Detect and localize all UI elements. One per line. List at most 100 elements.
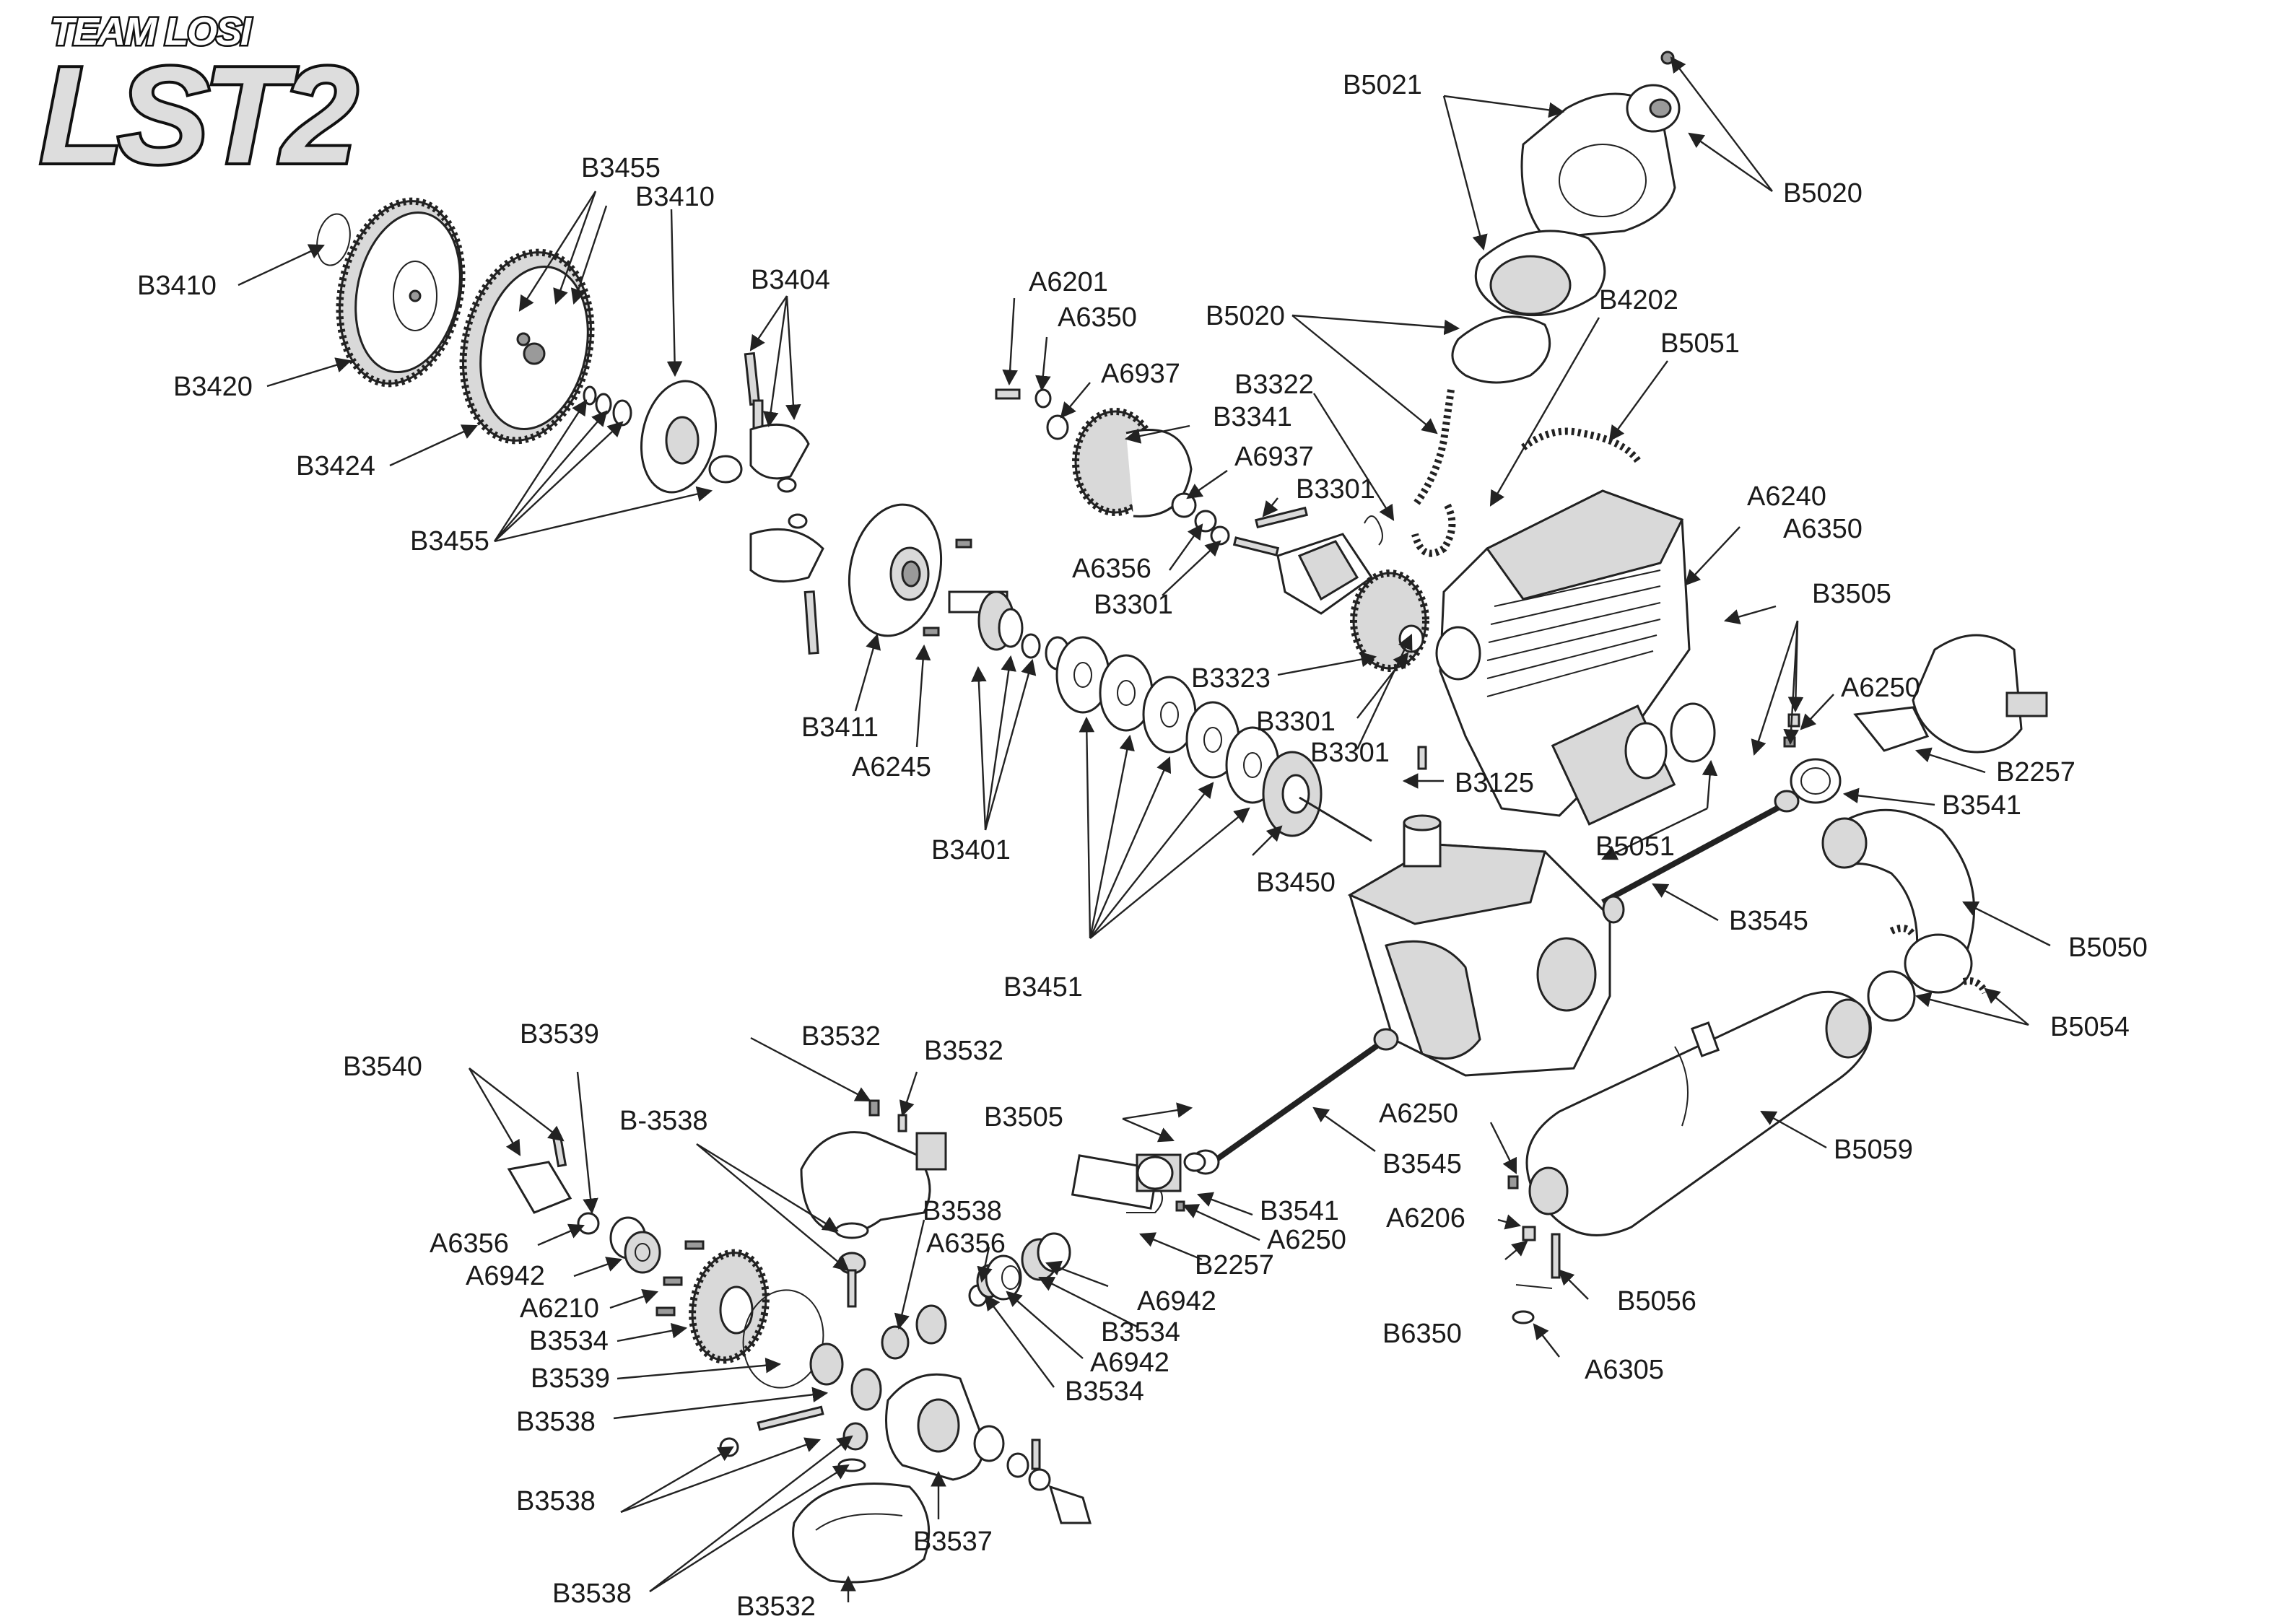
- diff-case-b3537: [885, 1373, 1092, 1524]
- part-label: A6356: [926, 1228, 1006, 1259]
- part-label: A6210: [520, 1293, 599, 1324]
- glow-plug-spring-b5051: [1411, 427, 1716, 763]
- part-label: B3540: [343, 1052, 422, 1082]
- clutch-discs-b3451: [1055, 636, 1280, 804]
- part-label: B3410: [635, 182, 715, 212]
- part-label: B3534: [1065, 1376, 1144, 1407]
- driveshaft-lower-b3545: [1191, 1028, 1399, 1175]
- part-label: B5020: [1783, 178, 1863, 209]
- part-label: B4202: [1599, 285, 1678, 315]
- diff-outdrive-b3540: [507, 1135, 661, 1274]
- part-label: B3541: [1942, 790, 2021, 821]
- air-filter-b5021: [1411, 51, 1681, 507]
- part-label: B3505: [1812, 579, 1891, 609]
- part-label: A6356: [1072, 554, 1151, 584]
- svg-text:TEAM LOSI: TEAM LOSI: [51, 10, 252, 53]
- part-label: B3545: [1382, 1149, 1462, 1179]
- rear-diff-cup-b2257: [1853, 634, 2048, 754]
- part-label: B3404: [751, 265, 830, 295]
- part-label: B5050: [2068, 933, 2148, 963]
- part-label: B-3538: [619, 1106, 708, 1136]
- part-label: B6350: [1382, 1319, 1462, 1349]
- part-label: B3539: [520, 1019, 599, 1049]
- clutch-shoe-assembly-b3301: [1232, 506, 1429, 672]
- spur-gear-b3420: [336, 197, 466, 388]
- part-label: B3538: [516, 1486, 596, 1516]
- diff-lower-housing-b3532: [792, 1483, 931, 1584]
- part-label: A6206: [1386, 1203, 1465, 1234]
- muffler-b5059: [1525, 990, 1872, 1236]
- part-label: B3424: [296, 451, 375, 481]
- slipper-plate-b3410: [640, 380, 743, 494]
- exhaust-header-b5050: [1821, 808, 1975, 994]
- part-label: B5059: [1834, 1135, 1913, 1165]
- part-label: B2257: [1195, 1250, 1274, 1280]
- part-label: A6937: [1234, 442, 1314, 472]
- snap-ring-b3410: [316, 213, 351, 266]
- part-label: B3538: [516, 1407, 596, 1437]
- part-label: B3322: [1234, 370, 1314, 400]
- part-label: A6942: [1090, 1348, 1169, 1378]
- part-number-labels: B5021 B5020 B5020 B4202 B5051 A6201 A635…: [137, 70, 2148, 1622]
- part-label: A6942: [466, 1261, 545, 1291]
- part-label: B3301: [1310, 738, 1390, 768]
- part-label: A6240: [1747, 481, 1826, 512]
- part-label: B3341: [1213, 402, 1292, 432]
- part-label: B3534: [1101, 1317, 1180, 1348]
- part-label: B3537: [913, 1527, 993, 1557]
- part-label: A6250: [1841, 673, 1920, 703]
- part-label: B3455: [410, 526, 489, 556]
- part-label: B3301: [1094, 590, 1173, 620]
- part-label: A6245: [852, 752, 931, 782]
- muffler-mount-hardware: [1507, 1175, 1561, 1324]
- part-label: B3538: [552, 1579, 632, 1609]
- pinion-bearings-b3534: [968, 1152, 1206, 1307]
- part-label: B3532: [924, 1036, 1003, 1066]
- clutch-hub-b3401: [948, 590, 1071, 671]
- part-label: B5054: [2050, 1012, 2130, 1042]
- ring-gear-b3534: [655, 1240, 770, 1364]
- part-label: B3534: [529, 1326, 609, 1356]
- part-label: B2257: [1996, 757, 2075, 787]
- clutch-bell-b3411: [848, 503, 972, 637]
- part-label: A6305: [1585, 1355, 1664, 1385]
- part-label: B3420: [173, 372, 253, 402]
- part-label: B3541: [1260, 1196, 1339, 1226]
- part-label: B3125: [1455, 768, 1534, 798]
- diff-cover-b3532: [800, 1099, 947, 1234]
- part-label: B3532: [736, 1592, 816, 1622]
- part-label: B3323: [1191, 663, 1271, 694]
- part-label: A6350: [1783, 514, 1863, 544]
- part-label: B3505: [984, 1102, 1063, 1132]
- part-label: B3539: [531, 1363, 610, 1394]
- part-label: B3401: [931, 835, 1011, 865]
- part-label: B3301: [1256, 707, 1336, 737]
- part-label: A6201: [1029, 267, 1108, 297]
- part-label: B5020: [1206, 301, 1285, 331]
- clutch-gears-b3341: [995, 388, 1230, 546]
- part-label: B5051: [1660, 328, 1740, 359]
- clutch-shoes-b3404: [744, 352, 824, 655]
- part-label: B3532: [801, 1021, 881, 1052]
- part-label: A6942: [1137, 1286, 1216, 1317]
- center-diff-case: [1347, 746, 1611, 1077]
- part-label: A6356: [430, 1228, 509, 1259]
- part-label: B3411: [801, 712, 879, 743]
- leader-lines: [238, 56, 2051, 1602]
- part-label: B3451: [1003, 972, 1083, 1003]
- part-label: B5021: [1343, 70, 1422, 100]
- svg-text:LST2: LST2: [40, 39, 357, 192]
- part-label: B3410: [137, 271, 217, 301]
- pipe-coupler-b3541: [1783, 713, 1842, 804]
- part-label: B3545: [1729, 906, 1808, 936]
- part-label: A6250: [1267, 1225, 1346, 1255]
- driveshaft-upper-b3545: [1299, 790, 1800, 924]
- header-gasket-b5054: [1867, 925, 1989, 1022]
- part-label: B3455: [581, 153, 661, 183]
- part-label: A6937: [1101, 359, 1180, 389]
- spider-gears-b3538: [719, 1222, 947, 1472]
- team-losi-logo: TEAM LOSI LST2: [37, 9, 365, 196]
- engine-b4202: [1435, 489, 1691, 826]
- part-label: B3450: [1256, 868, 1336, 898]
